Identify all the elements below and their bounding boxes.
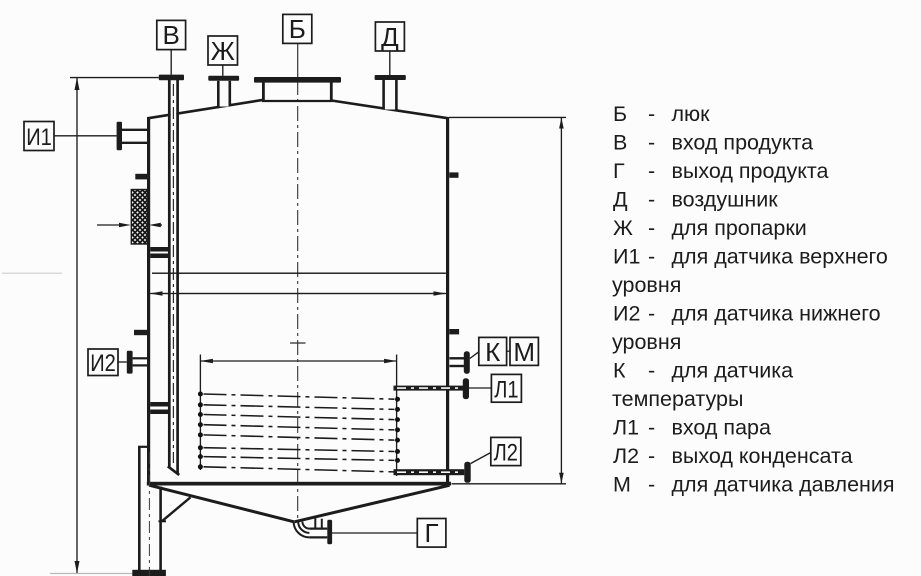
svg-text:Л2: Л2 <box>494 439 518 466</box>
svg-text:Ж: Ж <box>211 36 235 66</box>
svg-text:К: К <box>485 337 500 367</box>
svg-text:Л1: Л1 <box>494 375 518 402</box>
svg-text:К-для датчика: К-для датчика <box>613 359 793 383</box>
svg-text:Л1-вход пара: Л1-вход пара <box>613 416 771 440</box>
svg-text:И2: И2 <box>90 349 116 376</box>
svg-text:уровня: уровня <box>612 273 681 297</box>
svg-text:Ж-для пропарки: Ж-для пропарки <box>613 216 807 240</box>
svg-text:И1-для датчика верхнего: И1-для датчика верхнего <box>613 245 888 269</box>
svg-text:Д: Д <box>381 22 399 52</box>
svg-text:М-для датчика давления: М-для датчика давления <box>613 473 895 497</box>
svg-text:уровня: уровня <box>612 330 681 354</box>
svg-text:Г: Г <box>425 518 439 548</box>
svg-text:Г-выход продукта: Г-выход продукта <box>613 159 829 183</box>
svg-text:Б-люк: Б-люк <box>613 102 710 126</box>
svg-text:М: М <box>513 337 535 367</box>
svg-text:Б: Б <box>289 14 306 44</box>
svg-text:И1: И1 <box>26 123 52 150</box>
svg-text:В: В <box>163 20 180 50</box>
svg-text:В-вход продукта: В-вход продукта <box>613 131 813 155</box>
svg-text:Л2-выход конденсата: Л2-выход конденсата <box>613 444 853 468</box>
svg-text:И2-для датчика нижнего: И2-для датчика нижнего <box>613 302 881 326</box>
svg-text:температуры: температуры <box>612 387 743 411</box>
svg-text:Д-воздушник: Д-воздушник <box>613 188 778 212</box>
